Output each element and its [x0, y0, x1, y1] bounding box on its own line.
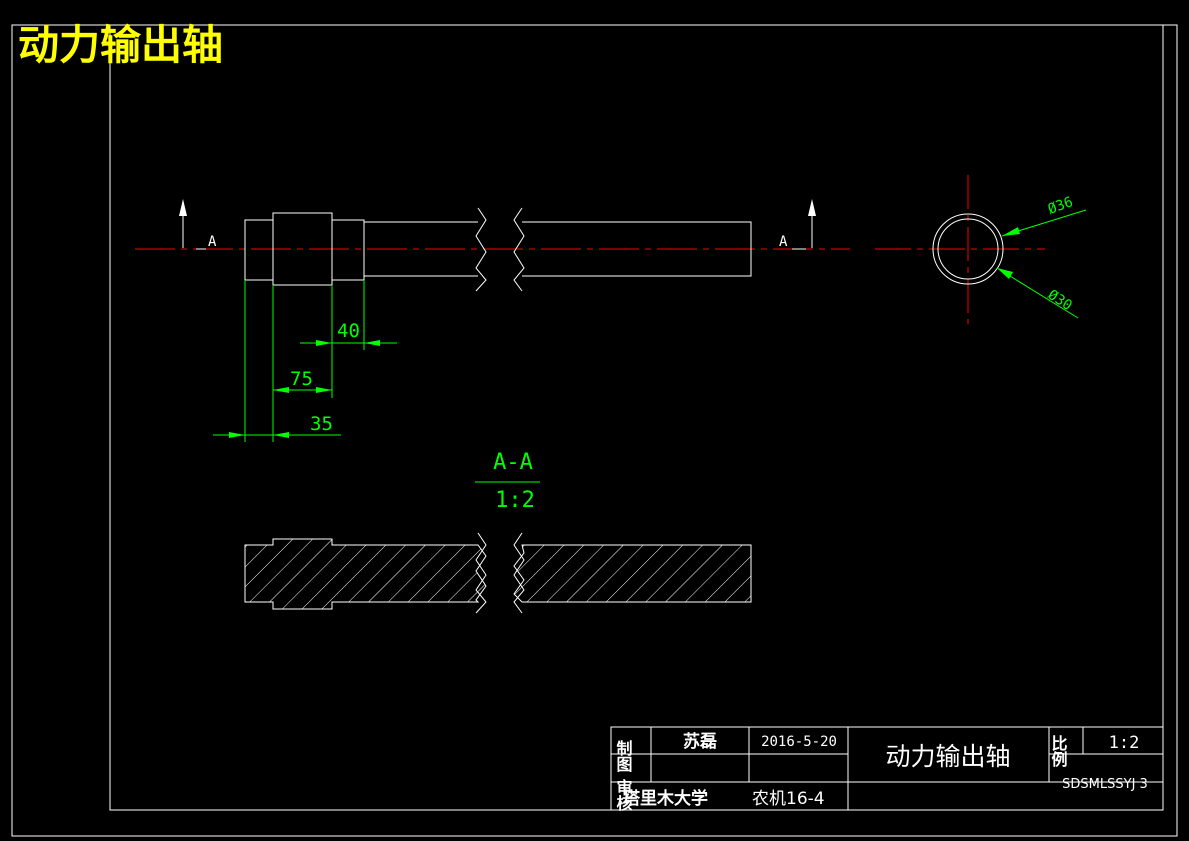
break-line-right	[513, 207, 525, 292]
view-title: A-A	[493, 450, 533, 475]
section-body-right	[513, 544, 752, 603]
inner-frame	[109, 24, 1164, 811]
shaft-collar-left	[244, 219, 274, 281]
circle-inner	[937, 218, 999, 280]
circle-outer	[932, 213, 1004, 285]
tb-scale-value: 1:2	[1109, 733, 1140, 753]
section-body-left	[244, 538, 487, 610]
tb-label-check: 审核	[614, 778, 633, 812]
section-break-left	[475, 532, 487, 614]
view-scale: 1:2	[495, 488, 535, 513]
tb-drawing-code: SDSMLSSYJ 3	[1062, 777, 1148, 792]
shaft-collar-right	[331, 219, 365, 281]
shaft-body-left	[363, 221, 478, 277]
tb-drawer-name: 苏磊	[683, 731, 717, 752]
dim-arrow-35b	[273, 432, 289, 438]
dim-text-75: 75	[290, 368, 313, 390]
break-line-left	[475, 207, 487, 292]
tb-label-drawn: 制图	[614, 740, 633, 773]
tb-date: 2016-5-20	[761, 734, 837, 750]
title-overlay: 动力输出轴	[18, 21, 223, 69]
dim-text-40: 40	[337, 320, 360, 342]
dim-arrow-40b	[364, 340, 380, 346]
dimensions: 40 75 35	[213, 280, 397, 442]
section-label-left: A	[208, 234, 217, 250]
section-arrowhead-right	[808, 199, 816, 216]
shaft-body-right	[522, 221, 752, 277]
title-block-text: 制图 审核 苏磊 2016-5-20 动力输出轴 比例 1:2 塔里木大学 农机…	[614, 731, 1148, 812]
section-view	[244, 532, 752, 614]
tb-part-name: 动力输出轴	[885, 742, 1010, 771]
leader-inner-arrow	[997, 268, 1013, 279]
dim-arrow-75a	[273, 387, 289, 393]
dim-arrow-75b	[316, 387, 332, 393]
dim-arrow-35a	[229, 432, 245, 438]
front-view: A A	[135, 199, 850, 292]
dim-arrow-40a	[316, 340, 332, 346]
section-label-right: A	[779, 234, 788, 250]
tb-school: 塔里木大学	[623, 788, 708, 809]
outer-frame	[11, 24, 1178, 837]
dim-text-35: 35	[310, 413, 333, 435]
dim-text-dia-inner: Ø30	[1045, 287, 1075, 314]
section-arrowhead-left	[179, 199, 187, 216]
section-view-label: A-A 1:2	[475, 450, 540, 513]
title-block	[610, 726, 1164, 811]
title-block-frame	[610, 726, 1164, 811]
tb-label-scale: 比例	[1049, 735, 1068, 768]
section-break-right	[513, 532, 525, 614]
leader-outer-arrow	[1002, 227, 1020, 236]
end-view: Ø36 Ø30	[875, 175, 1087, 324]
tb-class-name: 农机16-4	[752, 789, 825, 809]
